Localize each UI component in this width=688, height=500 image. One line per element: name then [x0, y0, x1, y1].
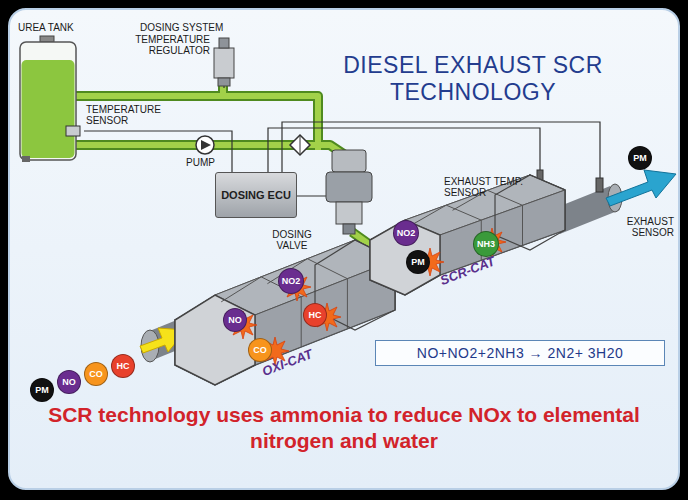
pump-symbol — [196, 136, 214, 154]
molecule-circle: NO — [57, 370, 81, 394]
molecule-name: NH3 — [477, 240, 495, 249]
urea-tank: UREA TANK — [18, 22, 84, 162]
ecu-box: DOSING ECU — [215, 172, 297, 218]
molecule-name: NO — [62, 378, 76, 387]
filter-symbol — [290, 135, 310, 155]
molecule-name: PM — [633, 154, 647, 163]
catalyst-body — [165, 225, 400, 400]
molecule-circle: CO — [248, 338, 272, 362]
connectors — [84, 131, 232, 172]
molecule-name: HC — [117, 362, 130, 371]
node-text: DOSING ECU — [221, 189, 291, 202]
molecule-circle: NO2 — [278, 268, 304, 294]
molecule-circle: PM — [406, 250, 430, 274]
catalyst-block: OXI-CATNONO2HCCO — [165, 225, 400, 400]
part-label: EXHAUST SENSOR — [610, 216, 674, 238]
molecule-name: NO2 — [282, 277, 301, 286]
molecule-circle: NH3 — [473, 231, 499, 257]
molecule-circle: HC — [111, 354, 135, 378]
molecule-circle: PM — [628, 146, 652, 170]
equation-box: NO+NO2+2NH3 → 2N2+ 3H20 — [375, 340, 665, 366]
diagram-title: DIESEL EXHAUST SCR TECHNOLOGY — [338, 52, 608, 106]
sensor-wire — [84, 131, 232, 172]
molecule-name: CO — [89, 370, 103, 379]
part-label: TEMPERATURE SENSOR — [86, 104, 176, 126]
molecule-circle: HC — [303, 303, 327, 327]
molecule-circle: CO — [84, 362, 108, 386]
caption: SCR technology uses ammonia to reduce NO… — [40, 402, 648, 454]
molecule-circle: NO — [223, 308, 247, 332]
molecule-circle: NO2 — [393, 220, 419, 246]
molecule-name: CO — [253, 346, 267, 355]
node-text: NO+NO2+2NH3 → 2N2+ 3H20 — [417, 345, 623, 361]
urea-tank-body — [18, 22, 84, 162]
dosing-valve — [326, 150, 372, 234]
part-label: DOSING SYSTEM — [140, 22, 230, 33]
part-label: PUMP — [186, 157, 226, 168]
temperature-regulator — [214, 38, 234, 86]
urea-pipes — [76, 84, 380, 252]
molecule-circle: PM — [30, 378, 54, 402]
molecule-name: PM — [35, 386, 49, 395]
part-label: TEMPERATURE REGULATOR — [110, 34, 210, 56]
node-text: UREA TANK — [18, 22, 74, 34]
molecule-name: NO — [228, 316, 242, 325]
molecule-name: NO2 — [397, 229, 416, 238]
molecule-name: HC — [309, 311, 322, 320]
part-label: DOSING VALVE — [262, 229, 322, 251]
molecule-name: PM — [411, 258, 425, 267]
part-label: EXHAUST TEMP. SENSOR — [444, 176, 534, 198]
